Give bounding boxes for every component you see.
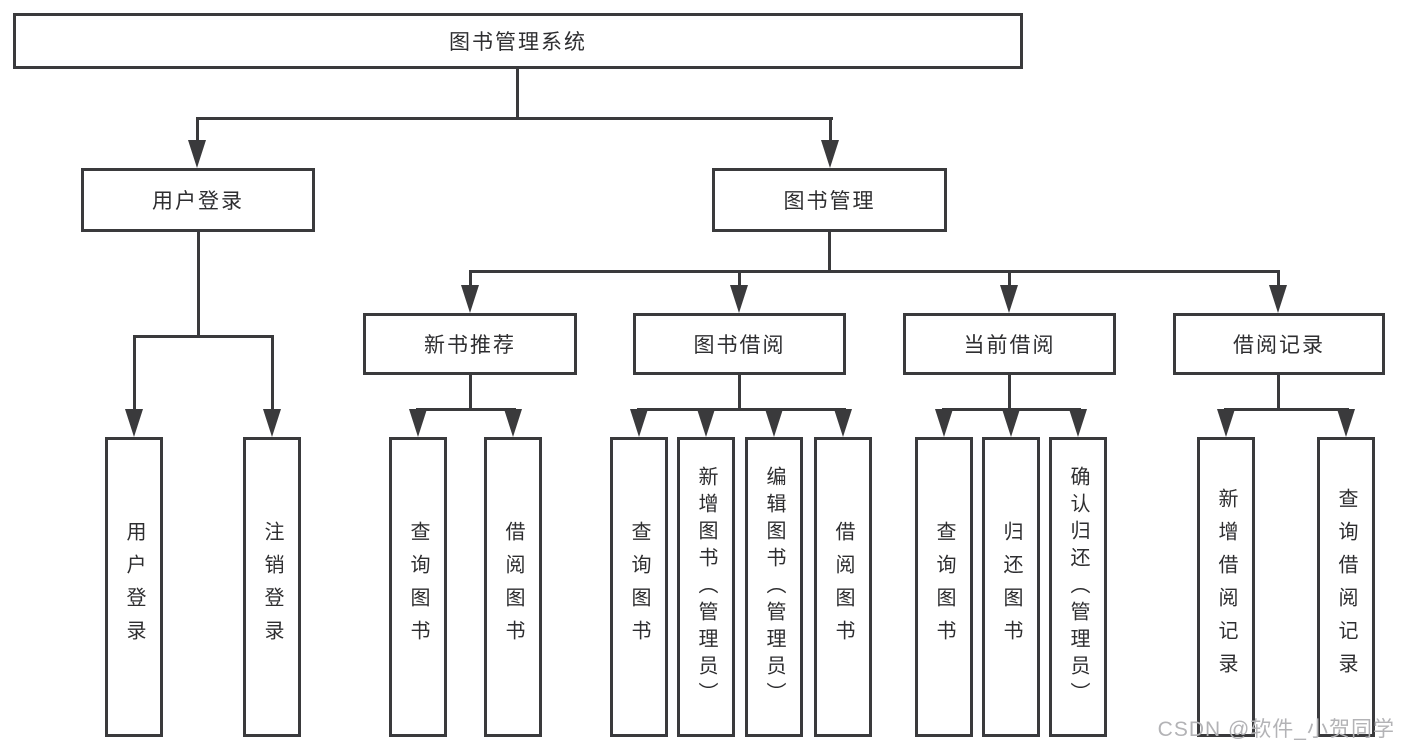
node-current-borrow: 当前借阅 [903, 313, 1116, 375]
connector-arrowhead [1217, 409, 1235, 437]
connector-arrowhead [188, 140, 206, 168]
connector-line [271, 335, 274, 410]
leaf-borrow-query-books: 查询图书 [610, 437, 668, 737]
connector-line [133, 335, 136, 410]
node-book-management-system: 图书管理系统 [13, 13, 1023, 69]
connector-arrowhead [1337, 409, 1355, 437]
connector-arrowhead [730, 285, 748, 313]
node-borrow-records: 借阅记录 [1173, 313, 1385, 375]
connector-arrowhead [821, 140, 839, 168]
connector-line [1277, 375, 1280, 408]
node-user-login: 用户登录 [81, 168, 315, 232]
node-book-borrow: 图书借阅 [633, 313, 846, 375]
csdn-watermark: CSDN @软件_小贺同学 [1157, 718, 1395, 741]
connector-line [1224, 408, 1349, 411]
connector-line [738, 270, 741, 286]
connector-line [829, 117, 832, 142]
connector-line [416, 408, 516, 411]
connector-arrowhead [263, 409, 281, 437]
connector-arrowhead [630, 409, 648, 437]
connector-line [196, 117, 199, 142]
leaf-recommend-query-books: 查询图书 [389, 437, 447, 737]
connector-line [1008, 270, 1011, 286]
connector-line [197, 232, 200, 335]
connector-arrowhead [1000, 285, 1018, 313]
connector-line [1277, 270, 1280, 286]
connector-arrowhead [409, 409, 427, 437]
leaf-current-return-books: 归还图书 [982, 437, 1040, 737]
connector-line [516, 69, 519, 117]
connector-line [637, 408, 846, 411]
node-new-book-recommend: 新书推荐 [363, 313, 577, 375]
connector-arrowhead [1002, 409, 1020, 437]
connector-arrowhead [125, 409, 143, 437]
connector-line [1008, 375, 1011, 408]
connector-arrowhead [1069, 409, 1087, 437]
connector-line [133, 335, 274, 338]
leaf-borrow-add-books-admin: 新增图书（管理员） [677, 437, 735, 737]
connector-line [738, 375, 741, 408]
connector-line [196, 117, 833, 120]
node-book-management: 图书管理 [712, 168, 947, 232]
leaf-recommend-borrow-books: 借阅图书 [484, 437, 542, 737]
connector-arrowhead [1269, 285, 1287, 313]
leaf-borrow-edit-books-admin: 编辑图书（管理员） [745, 437, 803, 737]
connector-arrowhead [504, 409, 522, 437]
connector-arrowhead [697, 409, 715, 437]
leaf-records-add-borrow-record: 新增借阅记录 [1197, 437, 1255, 737]
connector-line [469, 270, 472, 286]
leaf-logout-login: 注销登录 [243, 437, 301, 737]
leaf-records-query-borrow-record: 查询借阅记录 [1317, 437, 1375, 737]
connector-arrowhead [461, 285, 479, 313]
leaf-current-confirm-return-admin: 确认归还（管理员） [1049, 437, 1107, 737]
connector-line [469, 375, 472, 408]
leaf-current-query-books: 查询图书 [915, 437, 973, 737]
connector-arrowhead [935, 409, 953, 437]
leaf-borrow-borrow-books: 借阅图书 [814, 437, 872, 737]
connector-line [828, 232, 831, 270]
connector-arrowhead [834, 409, 852, 437]
connector-line [469, 270, 1280, 273]
leaf-user-login: 用户登录 [105, 437, 163, 737]
connector-arrowhead [765, 409, 783, 437]
